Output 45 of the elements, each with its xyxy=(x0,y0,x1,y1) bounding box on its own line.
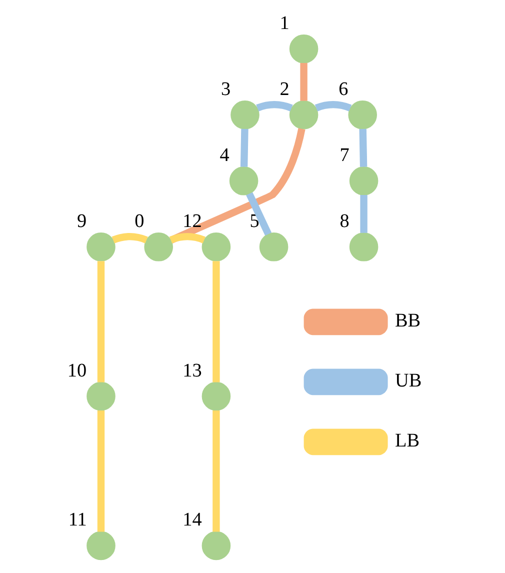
node-circle xyxy=(86,531,116,560)
node-label: 4 xyxy=(220,144,230,166)
node-circle xyxy=(349,232,378,262)
node-label: 2 xyxy=(280,78,290,100)
node-label: 8 xyxy=(340,210,350,232)
node-circle xyxy=(259,232,288,262)
node-circle xyxy=(289,34,318,64)
node-circle xyxy=(202,382,231,411)
connector xyxy=(300,62,308,101)
node-circle xyxy=(230,100,260,130)
legend-label: LB xyxy=(395,430,420,452)
connector xyxy=(97,261,105,382)
node-label: 14 xyxy=(182,510,202,531)
connector xyxy=(359,128,368,167)
node-label: 13 xyxy=(182,360,202,382)
node-circle xyxy=(202,232,231,262)
node-label: 1 xyxy=(280,12,290,34)
legend-label: BB xyxy=(395,310,421,332)
connector xyxy=(212,410,220,532)
node-label: 11 xyxy=(68,510,87,531)
node-circle xyxy=(289,100,318,130)
connector xyxy=(97,410,105,532)
connector xyxy=(360,194,368,233)
node-circle xyxy=(86,382,116,411)
node-label: 10 xyxy=(67,360,87,382)
node-circle xyxy=(348,100,377,130)
connector xyxy=(212,261,220,382)
connector xyxy=(256,100,293,112)
node-label: 9 xyxy=(77,210,87,232)
connector xyxy=(112,232,148,244)
node-circle xyxy=(349,166,378,196)
connector xyxy=(240,128,248,167)
node-label: 7 xyxy=(340,144,350,166)
node-label: 6 xyxy=(338,78,348,100)
node-circle xyxy=(144,232,173,262)
node-label: 12 xyxy=(182,210,202,232)
connector xyxy=(314,100,352,112)
connector xyxy=(169,232,206,244)
connector xyxy=(170,128,306,244)
node-label: 3 xyxy=(221,78,231,100)
node-label: 0 xyxy=(134,210,144,232)
node-circle xyxy=(229,166,258,196)
node-circle xyxy=(86,232,116,262)
node-circle xyxy=(202,531,231,560)
legend-label: UB xyxy=(395,370,422,392)
